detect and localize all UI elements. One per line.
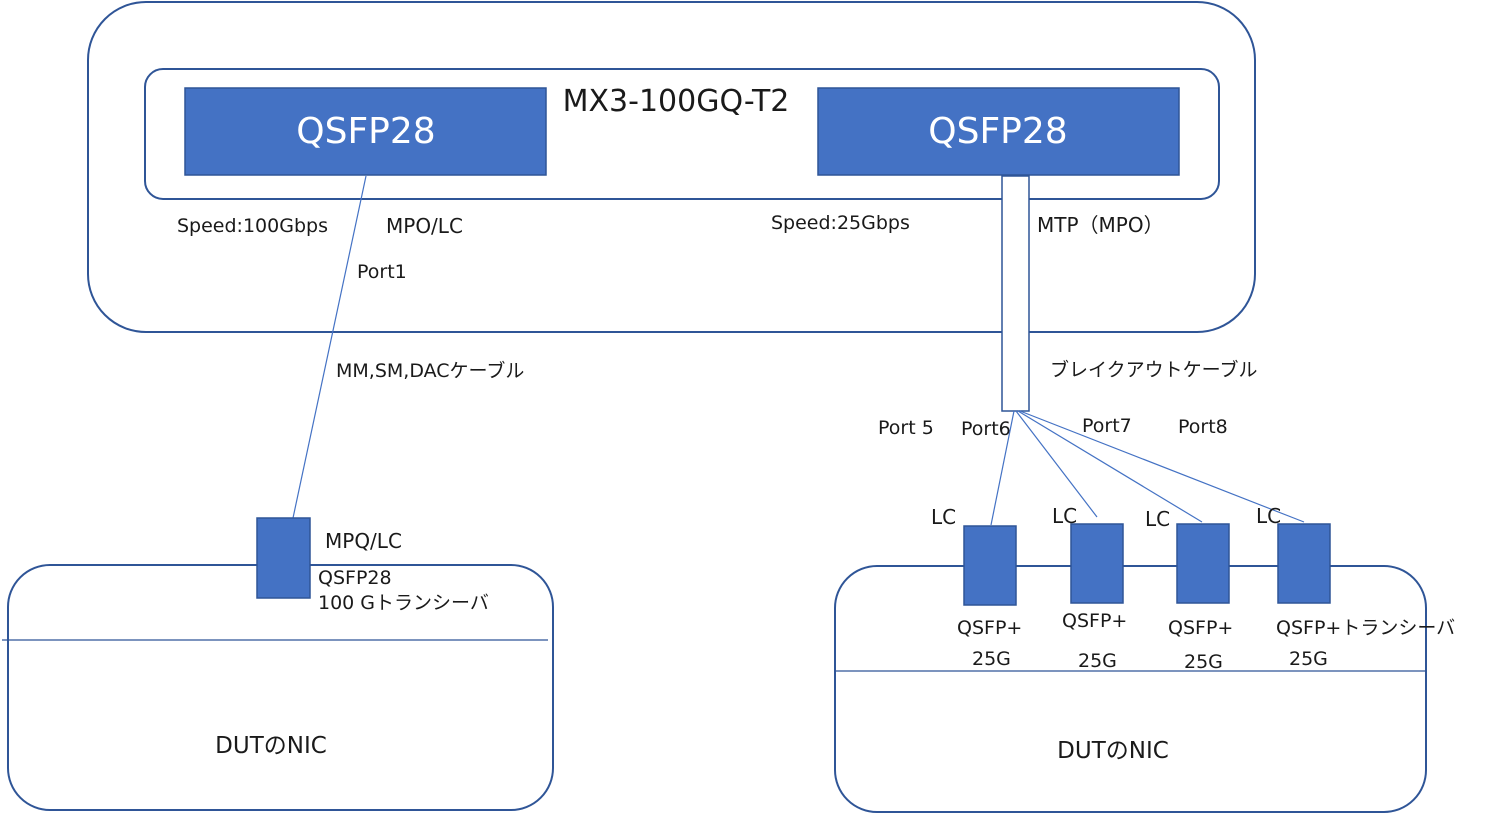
left-nic-label: DUTのNIC: [215, 733, 327, 759]
device-enclosure: [87, 1, 1256, 333]
qsfp-module-1: [963, 525, 1017, 606]
qsfp-module-2-name: QSFP+: [1062, 610, 1127, 632]
right-nic-enclosure: [834, 565, 1427, 813]
qsfp-module-4: [1277, 523, 1331, 604]
port-label-7: Port7: [1082, 415, 1132, 437]
lc-label-1: LC: [931, 505, 956, 529]
left-transceiver-desc: 100 Gトランシーバ: [318, 592, 489, 614]
qsfp-module-3-name: QSFP+: [1168, 617, 1233, 639]
lc-label-4: LC: [1256, 504, 1281, 528]
qsfp-module-4-speed: 25G: [1289, 648, 1328, 670]
lc-label-3: LC: [1145, 507, 1170, 531]
qsfp-module-3: [1176, 523, 1230, 604]
qsfp-module-2: [1070, 523, 1124, 604]
left-transceiver-connector: MPQ/LC: [325, 529, 402, 553]
qsfp-module-2-speed: 25G: [1078, 650, 1117, 672]
qsfp28-port-left-label: QSFP28: [296, 111, 435, 152]
qsfp28-port-right: [817, 87, 1180, 176]
qsfp-module-1-name: QSFP+: [957, 617, 1022, 639]
breakout-line-port6: [990, 410, 1015, 526]
right-nic-label: DUTのNIC: [1057, 738, 1169, 764]
left-connector-label: MPO/LC: [386, 214, 463, 238]
qsfp-module-1-speed: 25G: [972, 648, 1011, 670]
port-label-5: Port 5: [878, 417, 934, 439]
left-transceiver-type: QSFP28: [318, 567, 392, 589]
breakout-cable-trunk: [1001, 175, 1030, 412]
left-port-label: Port1: [357, 261, 407, 283]
port-label-8: Port8: [1178, 416, 1228, 438]
right-cable-label: ブレイクアウトケーブル: [1050, 358, 1257, 381]
device-board: [144, 68, 1220, 200]
right-connector-label: MTP（MPO）: [1037, 213, 1164, 237]
lc-label-2: LC: [1052, 504, 1077, 528]
left-cable: [292, 175, 367, 519]
right-speed-label: Speed:25Gbps: [771, 212, 910, 234]
breakout-line-port7: [1015, 410, 1098, 518]
breakout-line-port8b: [1019, 410, 1305, 523]
left-speed-label: Speed:100Gbps: [177, 215, 328, 237]
left-cable-label: MM,SM,DACケーブル: [336, 359, 524, 382]
qsfp-module-3-speed: 25G: [1184, 651, 1223, 673]
breakout-line-port8a: [1017, 410, 1203, 523]
port-label-6: Port6: [961, 418, 1011, 440]
left-transceiver: [256, 517, 311, 599]
qsfp-module-4-name: QSFP+トランシーバ: [1276, 617, 1455, 639]
qsfp28-port-left: [184, 87, 547, 176]
device-model: MX3-100GQ-T2: [563, 84, 790, 119]
qsfp28-port-right-label: QSFP28: [928, 111, 1067, 152]
